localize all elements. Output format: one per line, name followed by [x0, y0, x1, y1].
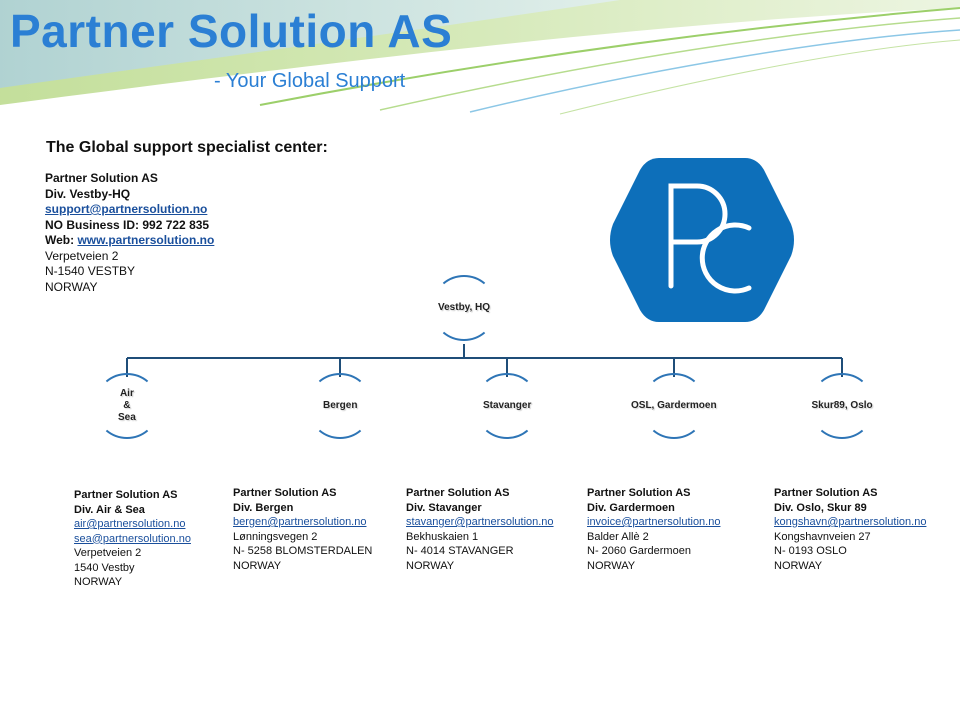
- node-root-arc-top: [442, 275, 486, 285]
- division-address-line: Bekhuskaien 1: [406, 530, 479, 543]
- node-label-child-4: OSL, Gardermoen: [631, 400, 717, 411]
- division-address-line: Lønningsvegen 2: [233, 530, 318, 543]
- division-email-link[interactable]: kongshavn@partnersolution.no: [774, 516, 927, 528]
- division-address-line: Balder Allè 2: [587, 530, 649, 543]
- node-child-2-arc-bottom: [318, 429, 362, 439]
- section-heading: The Global support specialist center:: [46, 139, 328, 156]
- node-child-1-arc-top: [105, 373, 149, 383]
- hq-contact-block: Partner Solution AS Div. Vestby-HQ suppo…: [45, 171, 214, 295]
- division-company: Partner Solution AS: [406, 487, 510, 499]
- division-address-line: NORWAY: [587, 559, 636, 572]
- division-address-line: 1540 Vestby: [74, 561, 135, 574]
- hq-web-label: Web:: [45, 233, 75, 247]
- node-child-5-arc-top: [820, 373, 864, 383]
- node-label-root: Vestby, HQ: [438, 302, 491, 313]
- division-name: Div. Stavanger: [406, 501, 482, 514]
- hq-email-link[interactable]: support@partnersolution.no: [45, 202, 208, 216]
- division-address-line: N- 5258 BLOMSTERDALEN: [233, 545, 373, 557]
- node-label-child-1: Air&Sea: [118, 388, 136, 423]
- division-company: Partner Solution AS: [233, 487, 337, 499]
- node-child-5-arc-bottom: [820, 429, 864, 439]
- node-child-4-arc-bottom: [652, 429, 696, 439]
- division-address-line: NORWAY: [406, 559, 455, 572]
- division-address-line: Kongshavnveien 27: [774, 530, 871, 543]
- division-address-line: Verpetveien 2: [74, 547, 142, 559]
- division-name: Div. Oslo, Skur 89: [774, 501, 867, 514]
- node-label-child-5: Skur89, Oslo: [811, 400, 873, 411]
- division-name: Div. Bergen: [233, 501, 294, 514]
- division-address-line: N- 4014 STAVANGER: [406, 545, 514, 557]
- hq-business-id: NO Business ID: 992 722 835: [45, 217, 210, 232]
- node-label-child-3: Stavanger: [483, 400, 532, 411]
- page-title: Partner Solution AS: [10, 5, 453, 57]
- node-child-3-arc-bottom: [485, 429, 529, 439]
- hq-country: NORWAY: [45, 279, 98, 294]
- division-email-link[interactable]: air@partnersolution.no: [74, 518, 186, 530]
- division-email-link[interactable]: sea@partnersolution.no: [74, 532, 191, 545]
- node-child-1-arc-bottom: [105, 429, 149, 439]
- division-contact-block: Partner Solution AS Div. Gardermoen invoic…: [587, 486, 720, 573]
- division-company: Partner Solution AS: [774, 487, 878, 499]
- division-address-line: NORWAY: [74, 576, 123, 588]
- division-contact-block: Partner Solution AS Div. Bergen bergen@par…: [233, 486, 372, 573]
- division-name: Div. Gardermoen: [587, 501, 675, 514]
- hq-web-link[interactable]: www.partnersolution.no: [77, 233, 215, 247]
- division-contact-block: Partner Solution AS Div. Oslo, Skur 89 kon…: [774, 486, 926, 573]
- division-contact-block: Partner Solution AS Div. Stavanger stavang…: [406, 486, 554, 573]
- division-address-line: N- 0193 OSLO: [774, 545, 847, 557]
- hq-street: Verpetveien 2: [45, 248, 119, 263]
- hq-postal: N-1540 VESTBY: [45, 264, 136, 278]
- division-email-link[interactable]: stavanger@partnersolution.no: [406, 516, 554, 528]
- division-email-link[interactable]: bergen@partnersolution.no: [233, 516, 367, 528]
- division-email-link[interactable]: invoice@partnersolution.no: [587, 516, 721, 528]
- division-address-line: NORWAY: [774, 559, 823, 572]
- division-company: Partner Solution AS: [74, 489, 178, 501]
- header-swoosh-decoration: [0, 0, 960, 115]
- node-child-3-arc-top: [485, 373, 529, 383]
- page-subtitle: - Your Global Support: [214, 70, 406, 92]
- division-contact-block: Partner Solution AS Div. Air & Sea air@par…: [74, 488, 191, 590]
- node-child-2-arc-top: [318, 373, 362, 383]
- division-company: Partner Solution AS: [587, 487, 691, 499]
- division-name: Div. Air & Sea: [74, 503, 145, 516]
- division-address-line: NORWAY: [233, 559, 282, 572]
- node-root-arc-bottom: [442, 331, 486, 341]
- hq-division: Div. Vestby-HQ: [45, 186, 131, 201]
- node-label-child-2: Bergen: [323, 400, 358, 411]
- node-child-4-arc-top: [652, 373, 696, 383]
- hq-company: Partner Solution AS: [45, 171, 158, 185]
- partner-solution-logo: [607, 136, 797, 344]
- division-address-line: N- 2060 Gardermoen: [587, 545, 691, 557]
